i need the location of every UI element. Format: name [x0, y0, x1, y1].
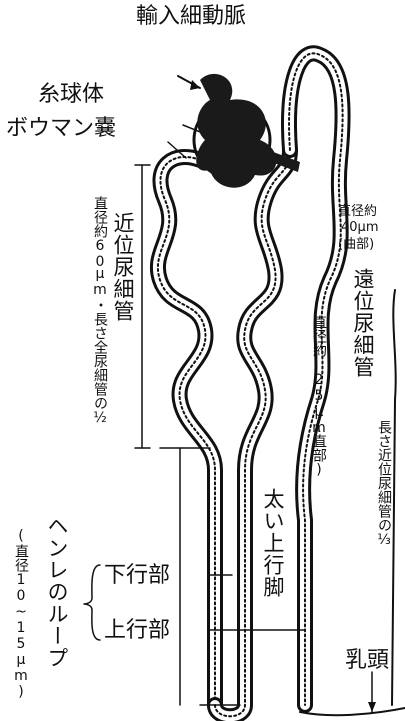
henle-loop-drawing [207, 142, 298, 721]
glomerulus-label: 糸球体 [38, 82, 105, 107]
ascending-limb-label: 上行部 [104, 618, 171, 643]
distal-straight-part-label: (直部) [311, 418, 327, 478]
henle-loop-label: ヘンレのループ [45, 515, 69, 669]
henle-diameter-label: (直径10~15μm) [13, 528, 29, 700]
proximal-diameter-label: 直径約60 [92, 196, 108, 270]
henle-brace [83, 564, 101, 641]
afferent-arrow [177, 75, 201, 90]
proximal-length-label: μm・長さ全尿細管の½ [92, 266, 108, 426]
distal-curve-size-label: 40μm [341, 220, 379, 235]
bowman-pointer [167, 141, 187, 159]
proximal-tubule-drawing [150, 148, 223, 713]
distal-tubule-label: 遠位尿細管 [351, 268, 375, 378]
glomerulus-drawing [196, 73, 300, 188]
distal-straight-diameter-label: 直径約 [311, 315, 327, 357]
papilla-outline [299, 707, 405, 717]
thick-ascending-label: 太い上行脚 [261, 488, 285, 598]
distal-curve-part-label: (曲部) [338, 237, 375, 252]
distal-length-label: 長さ近位尿細管の⅓ [376, 420, 392, 548]
distal-curve-diameter-label: 直径約 [338, 204, 378, 219]
descending-limb-label: 下行部 [104, 563, 171, 588]
proximal-tubule-label: 近位尿細管 [111, 212, 135, 322]
distal-tubule-drawing [281, 45, 351, 713]
bowman-capsule-label: ボウマン嚢 [6, 116, 117, 141]
papilla-label: 乳頭 [345, 648, 390, 673]
collecting-duct-edge [391, 289, 397, 706]
distal-straight-size-label: 25μm [311, 372, 327, 436]
afferent-arteriole-label: 輸入細動脈 [136, 4, 247, 29]
